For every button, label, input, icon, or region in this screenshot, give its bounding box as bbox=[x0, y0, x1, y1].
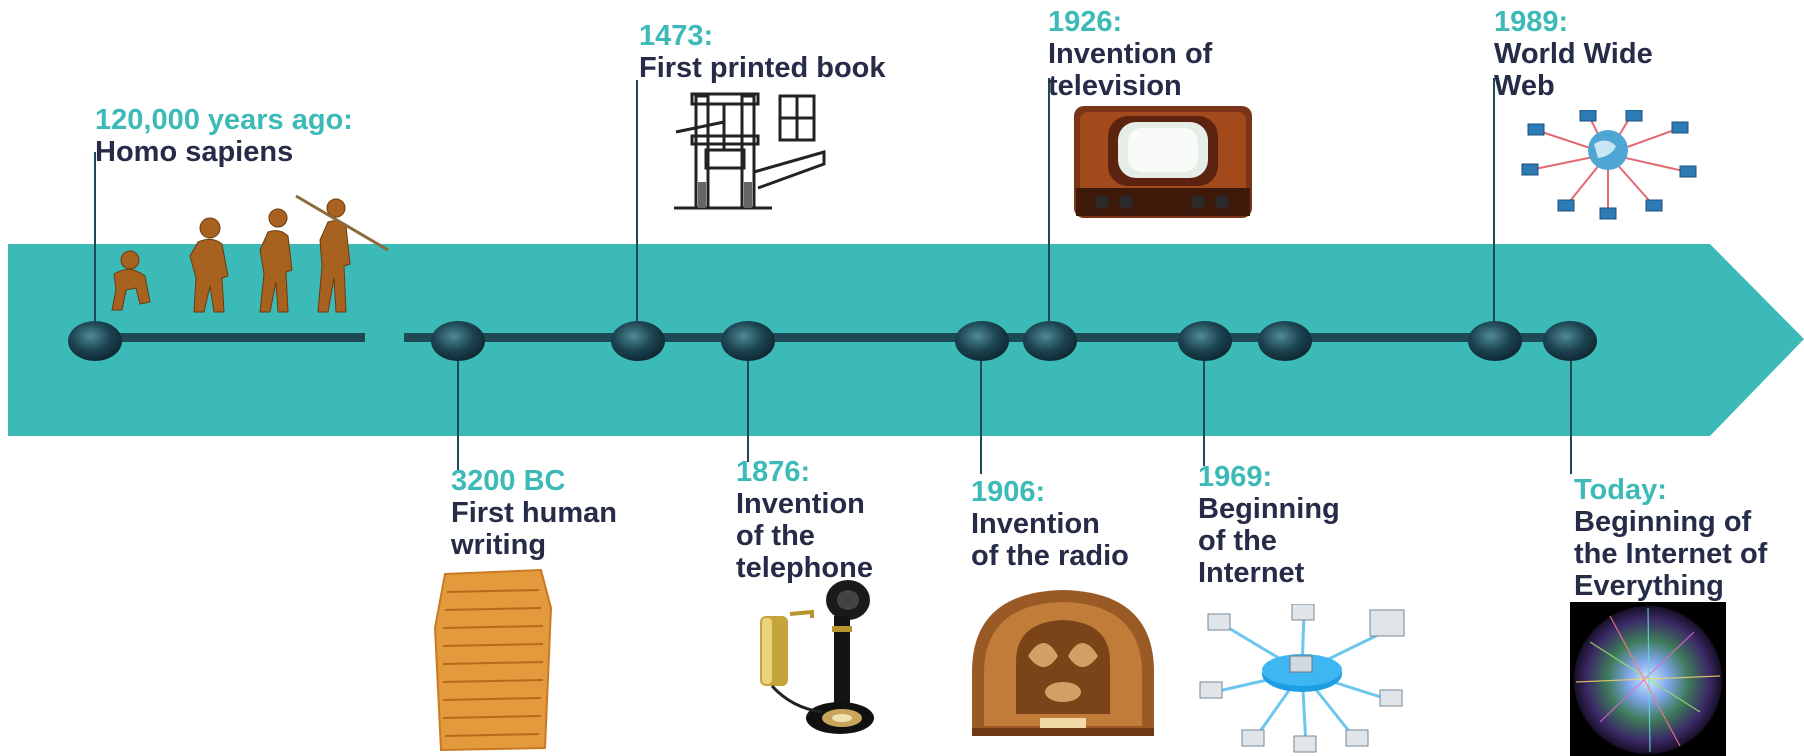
event-year: 1876: bbox=[736, 456, 811, 488]
vintage-television-icon bbox=[1074, 106, 1252, 218]
timeline-node bbox=[721, 321, 775, 361]
computer-network-icon bbox=[1199, 604, 1405, 753]
event-description: writing bbox=[451, 529, 547, 561]
event-writing: 3200 BC First human writing bbox=[451, 465, 617, 561]
event-year: 1473: bbox=[639, 20, 714, 52]
clay-tablet-icon bbox=[433, 568, 553, 752]
timeline-node bbox=[1178, 321, 1232, 361]
event-description: the Internet of bbox=[1574, 538, 1768, 570]
event-description: Web bbox=[1494, 70, 1555, 102]
event-year: Today: bbox=[1574, 474, 1667, 506]
timeline-node bbox=[1468, 321, 1522, 361]
event-description: World Wide bbox=[1494, 38, 1653, 70]
event-description: Invention bbox=[971, 508, 1100, 540]
vintage-radio-icon bbox=[972, 590, 1154, 736]
event-description: of the bbox=[736, 520, 815, 552]
globe-network-icon bbox=[1521, 110, 1697, 220]
internet-map-icon bbox=[1570, 602, 1726, 756]
event-description: Everything bbox=[1574, 570, 1724, 602]
event-description: Invention of bbox=[1048, 38, 1213, 70]
event-year: 1969: bbox=[1198, 461, 1273, 493]
event-description: First human bbox=[451, 497, 617, 529]
event-description: television bbox=[1048, 70, 1182, 102]
event-telephone: 1876: Invention of the telephone bbox=[736, 456, 873, 584]
event-radio: 1906: Invention of the radio bbox=[971, 476, 1129, 572]
event-homo-sapiens: 120,000 years ago: Homo sapiens bbox=[95, 104, 353, 168]
event-year: 120,000 years ago: bbox=[95, 104, 353, 136]
timeline-node bbox=[611, 321, 665, 361]
candlestick-telephone-icon bbox=[760, 580, 874, 734]
event-year: 1906: bbox=[971, 476, 1046, 508]
event-description: Beginning bbox=[1198, 493, 1340, 525]
timeline-node bbox=[68, 321, 122, 361]
event-description: First printed book bbox=[639, 52, 886, 84]
event-year: 1989: bbox=[1494, 6, 1569, 38]
event-year: 1926: bbox=[1048, 6, 1123, 38]
event-television: 1926: Invention of television bbox=[1048, 6, 1212, 102]
event-internet: 1969: Beginning of the Internet bbox=[1198, 461, 1340, 589]
event-description: of the bbox=[1198, 525, 1277, 557]
timeline-node bbox=[1258, 321, 1312, 361]
timeline-node bbox=[1543, 321, 1597, 361]
event-description: telephone bbox=[736, 552, 873, 584]
timeline-axis-left bbox=[92, 333, 365, 342]
timeline-node bbox=[431, 321, 485, 361]
event-description: Invention bbox=[736, 488, 865, 520]
printing-press-icon bbox=[674, 92, 826, 210]
event-printed-book: 1473: First printed book bbox=[639, 20, 886, 84]
human-evolution-icon bbox=[111, 194, 389, 313]
event-year: 3200 BC bbox=[451, 465, 566, 497]
event-description: Internet bbox=[1198, 557, 1305, 589]
event-www: 1989: World Wide Web bbox=[1494, 6, 1653, 102]
event-ioe: Today: Beginning of the Internet of Ever… bbox=[1574, 474, 1767, 602]
event-description: Beginning of bbox=[1574, 506, 1752, 538]
event-description: Homo sapiens bbox=[95, 136, 294, 168]
event-description: of the radio bbox=[971, 540, 1129, 572]
timeline-node bbox=[955, 321, 1009, 361]
timeline-node bbox=[1023, 321, 1077, 361]
